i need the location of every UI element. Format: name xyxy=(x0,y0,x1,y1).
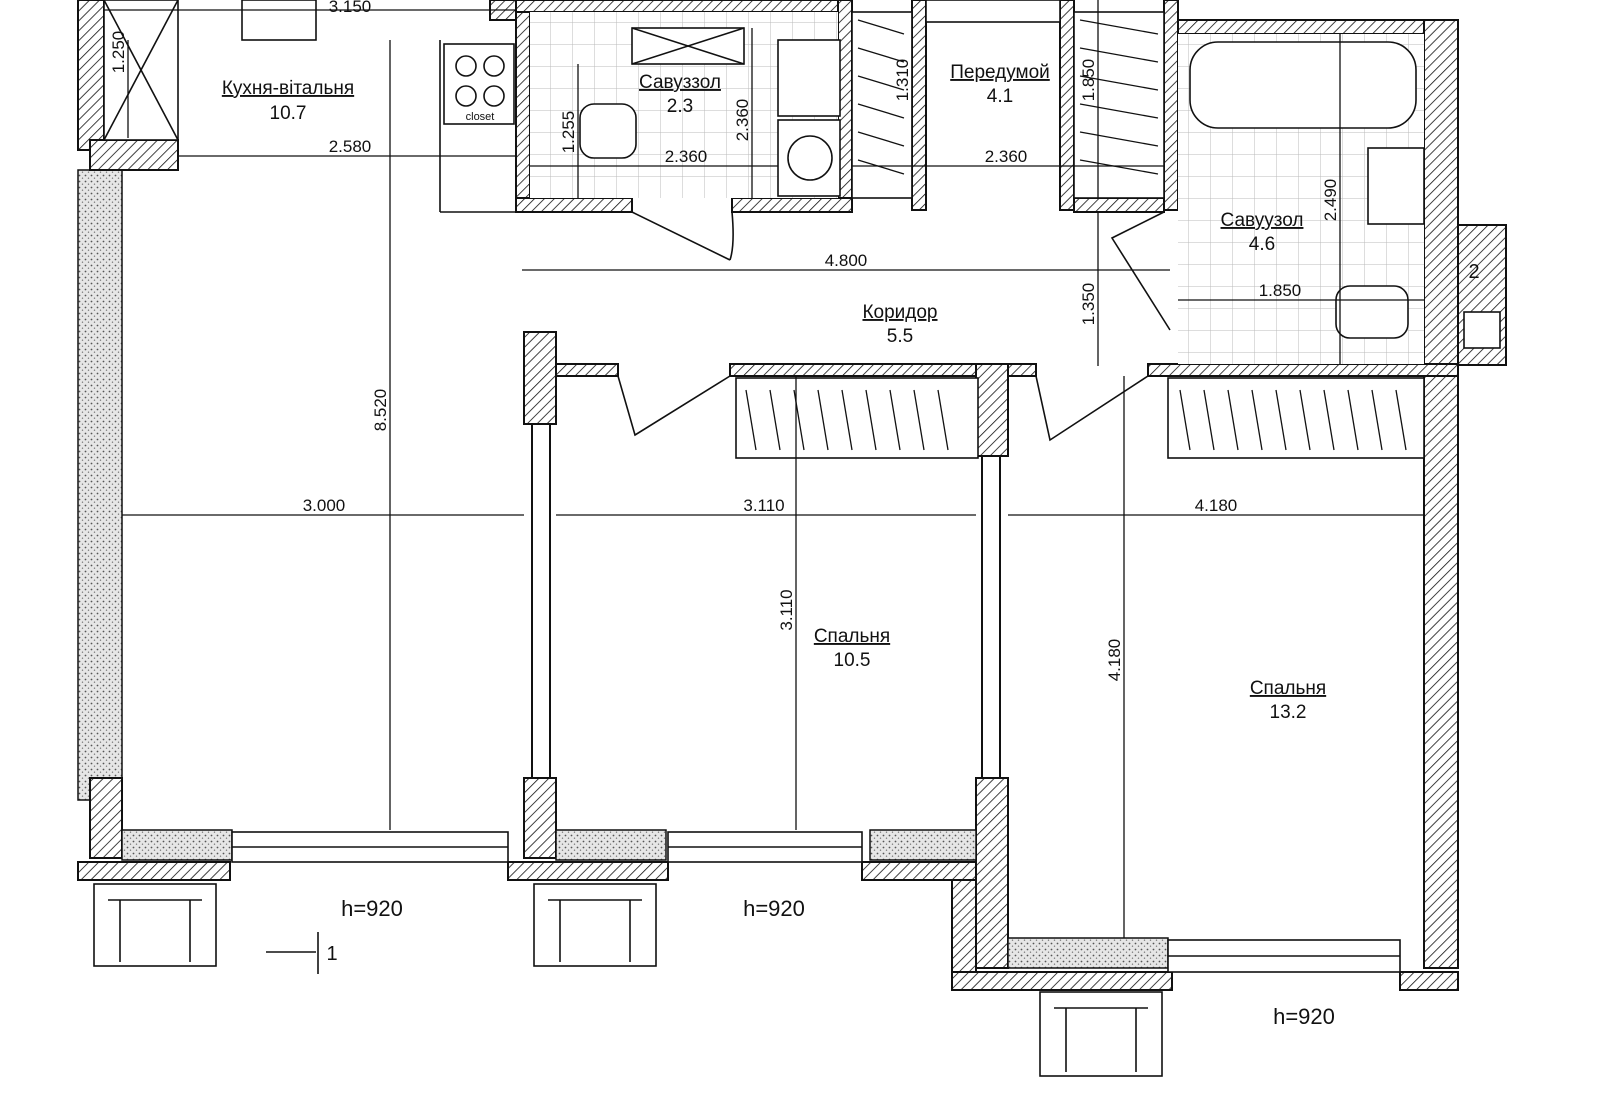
dim-bed2-w: 4.180 xyxy=(1195,496,1238,515)
balconies xyxy=(93,883,1163,1077)
sill-left: h=920 xyxy=(341,896,403,921)
dim-corridor-w: 4.800 xyxy=(825,251,868,270)
dim-bath2-w: 1.850 xyxy=(1259,281,1302,300)
dim-corridor-h: 1.350 xyxy=(1079,283,1098,326)
dim-kitchen-side: 1.250 xyxy=(109,31,128,74)
dimension-labels: 3.150 1.250 2.580 8.520 1.255 2.360 2.36… xyxy=(109,0,1340,681)
sill-middle: h=920 xyxy=(743,896,805,921)
dim-closet-h: 1.850 xyxy=(1079,59,1098,102)
dim-bed2-h: 4.180 xyxy=(1105,639,1124,682)
walls xyxy=(77,0,1507,991)
corridor-name: Коридор xyxy=(862,302,937,323)
dim-bath1-h2: 2.360 xyxy=(733,99,752,142)
dim-living-height: 8.520 xyxy=(371,389,390,432)
bath2-name: Савуузол xyxy=(1221,210,1304,231)
bath1-area: 2.3 xyxy=(667,96,693,117)
windows xyxy=(231,831,1401,973)
corridor-area: 5.5 xyxy=(887,326,913,347)
bedroom2-name: Спальня xyxy=(1250,678,1326,699)
dim-bed1-h: 3.110 xyxy=(777,589,796,630)
dim-kitchen-top: 3.150 xyxy=(329,0,372,16)
section-marker: 1 xyxy=(326,943,337,965)
closet-label: closet xyxy=(466,111,495,123)
fixtures xyxy=(103,0,1501,459)
kitchen-area: 10.7 xyxy=(270,103,307,124)
doors xyxy=(617,211,1171,442)
bedroom1-area: 10.5 xyxy=(834,650,871,671)
kitchen-name: Кухня-вітальня xyxy=(222,78,354,99)
room-labels: Кухня-вітальня 10.7 Савуззол 2.3 Передум… xyxy=(222,62,1326,723)
bath2-area: 4.6 xyxy=(1249,234,1275,255)
closet-hatch xyxy=(745,19,1407,451)
dimension-lines xyxy=(104,0,1424,938)
dim-laundry-w: 2.360 xyxy=(985,147,1028,166)
laundry-name: Передумой xyxy=(950,62,1050,83)
dim-bath2-h: 2.490 xyxy=(1321,179,1340,222)
laundry-area: 4.1 xyxy=(987,86,1013,107)
annotations: h=920 h=920 h=920 1 2 closet xyxy=(266,111,1480,1029)
dim-bath1-h1: 1.255 xyxy=(559,111,578,154)
bath1-name: Савуззол xyxy=(639,72,721,93)
dim-kitchen-width: 2.580 xyxy=(329,137,372,156)
dim-bath1-w: 2.360 xyxy=(665,147,708,166)
dim-bed1-w: 3.110 xyxy=(743,496,784,515)
dim-laundry-h: 1.310 xyxy=(893,59,912,102)
riser-marker: 2 xyxy=(1468,261,1479,283)
bedroom2-area: 13.2 xyxy=(1270,702,1307,723)
sill-right: h=920 xyxy=(1273,1004,1335,1029)
bedroom1-name: Спальня xyxy=(814,626,890,647)
dim-living-w: 3.000 xyxy=(303,496,346,515)
